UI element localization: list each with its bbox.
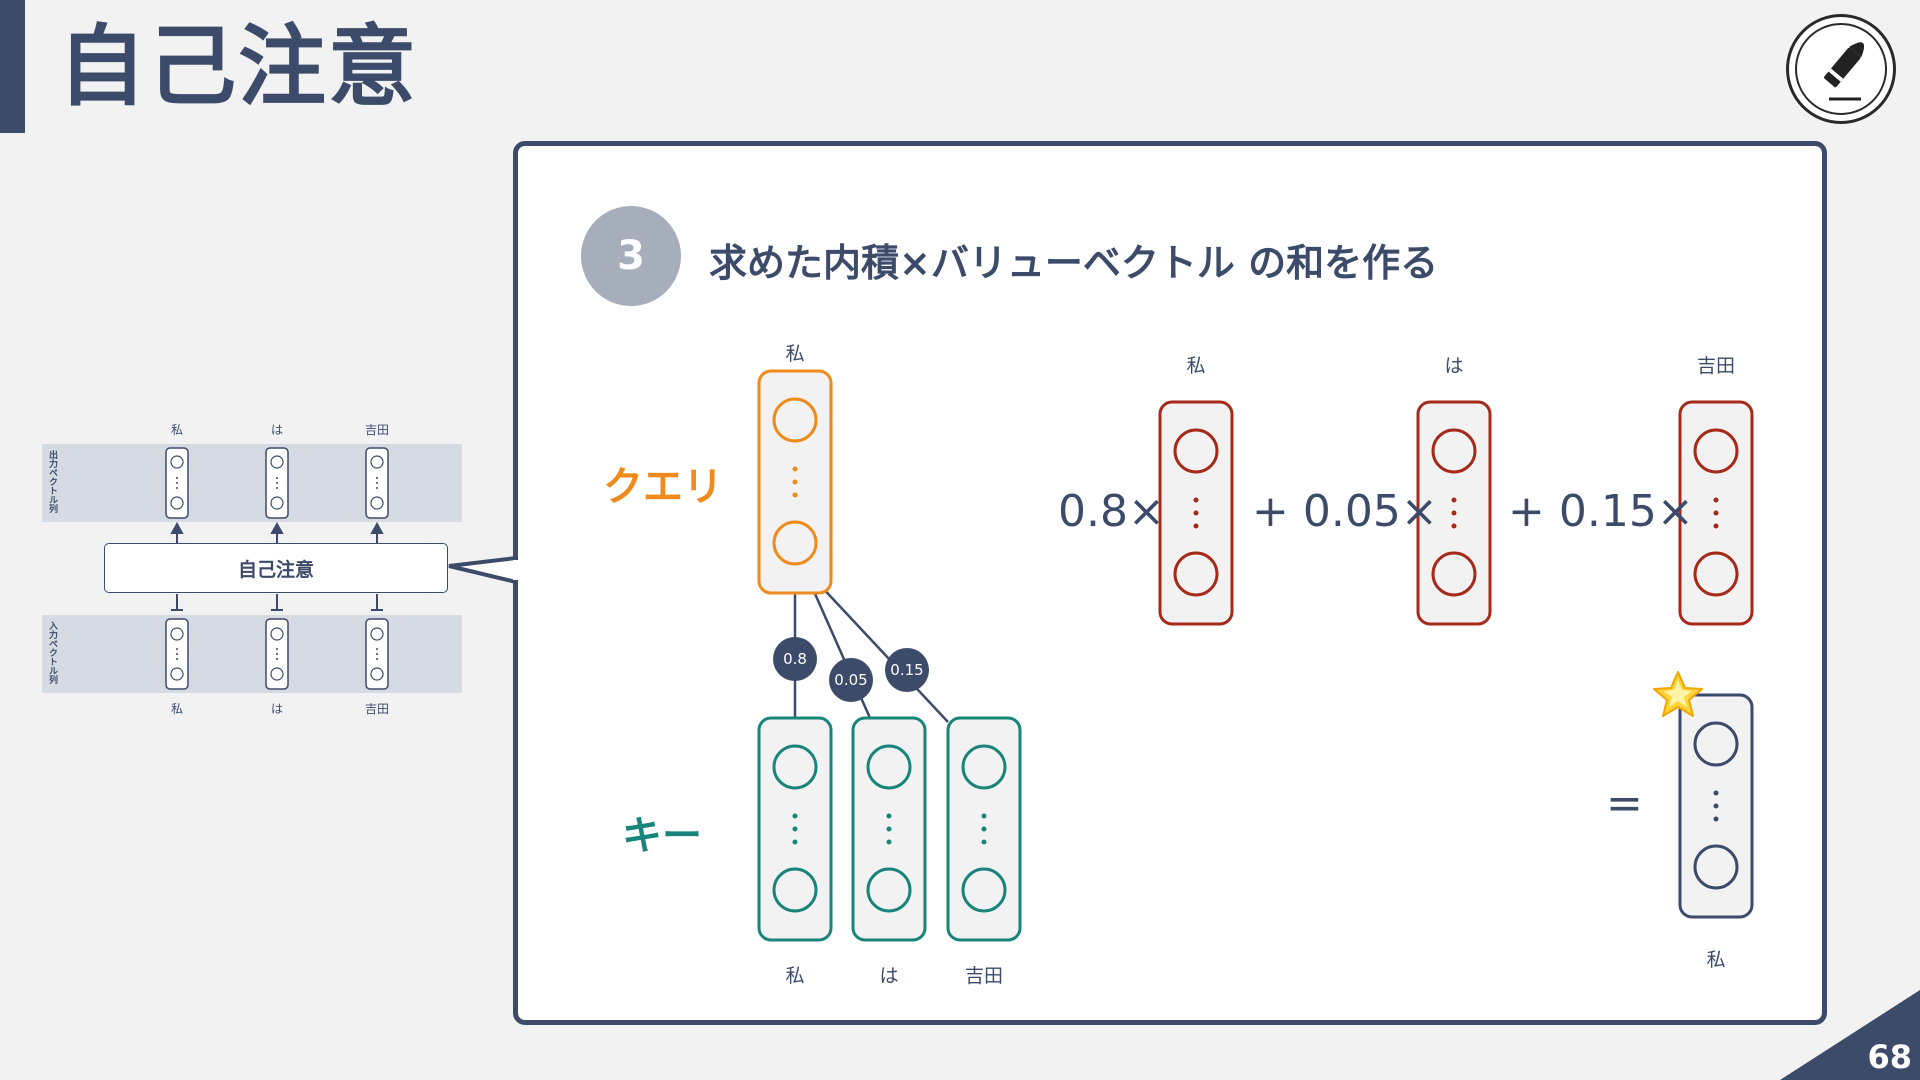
output-vector-band xyxy=(42,444,462,522)
key-vector-1 xyxy=(757,716,833,942)
input-vector-band xyxy=(42,615,462,693)
step-number-circle: 3 xyxy=(581,206,681,306)
equals-sign: = xyxy=(1606,778,1643,829)
connector-line xyxy=(817,582,949,723)
value-vector-2 xyxy=(1416,400,1492,626)
star-icon xyxy=(1653,671,1703,717)
query-label: クエリ xyxy=(603,464,723,510)
result-vector xyxy=(1678,693,1754,919)
key-vector-2 xyxy=(851,716,927,942)
mini-input-word: 吉田 xyxy=(364,702,389,716)
input-band-label: 入力ベクトル列 xyxy=(47,621,57,684)
self-attention-box: 自己注意 xyxy=(104,543,448,593)
page-number: 68 xyxy=(1867,1038,1912,1076)
mini-input-word: は xyxy=(270,702,283,716)
value-vector-3 xyxy=(1678,400,1754,626)
coefficient: 0.8× xyxy=(1058,486,1165,537)
value-word: は xyxy=(1444,355,1464,377)
slide-title: 自己注意 xyxy=(58,15,419,118)
title-accent-bar xyxy=(0,0,25,133)
corner-accent xyxy=(1780,990,1920,1080)
key-word: 吉田 xyxy=(964,965,1003,987)
key-word: は xyxy=(879,965,899,987)
key-label: キー xyxy=(622,813,702,859)
coefficient: + 0.05× xyxy=(1252,486,1438,537)
coefficient: + 0.15× xyxy=(1508,486,1694,537)
mini-output-word: 吉田 xyxy=(364,423,389,437)
weight-badge: 0.05 xyxy=(829,658,873,702)
query-vector xyxy=(757,369,833,595)
output-band-label: 出力ベクトル列 xyxy=(47,450,57,513)
result-word: 私 xyxy=(1706,949,1726,971)
weight-badge: 0.8 xyxy=(773,637,817,681)
key-vector-3 xyxy=(946,716,1022,942)
value-vector-1 xyxy=(1158,400,1234,626)
mini-input-word: 私 xyxy=(170,702,183,716)
value-word: 吉田 xyxy=(1696,355,1735,377)
weight-badge: 0.15 xyxy=(885,648,929,692)
query-word: 私 xyxy=(785,343,805,365)
value-word: 私 xyxy=(1186,355,1206,377)
key-word: 私 xyxy=(785,965,805,987)
mini-output-word: 私 xyxy=(170,423,183,437)
bullet-logo-icon xyxy=(1786,14,1896,124)
step-heading: 求めた内積×バリューベクトル の和を作る xyxy=(709,241,1439,285)
mini-output-word: は xyxy=(270,423,283,437)
